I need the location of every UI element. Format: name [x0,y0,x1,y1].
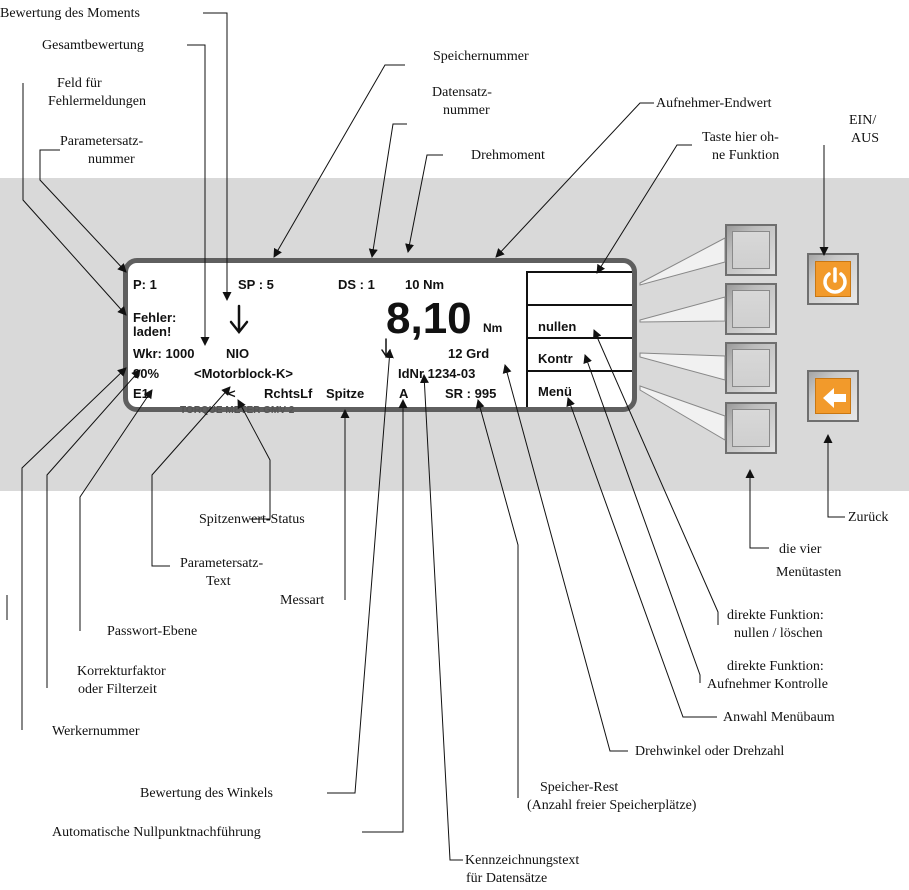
label-taste-ohne-1: Taste hier oh- [702,130,779,145]
rotation-direction: RchtsLf [264,386,313,401]
label-parametersatz-nr-2: nummer [88,152,135,167]
label-speicher-rest-2: (Anzahl freier Speicherplätze) [527,798,697,813]
id-text: IdNr 1234-03 [398,366,476,381]
auto-zero-flag: A [399,386,409,401]
peak-status: < [228,386,236,401]
label-korrektur-1: Korrekturfaktor [77,664,166,679]
back-button[interactable] [807,370,859,422]
torque-value: 8,10 [386,294,472,343]
label-direkt-nullen-2: nullen / löschen [734,626,823,641]
label-kennzeichnung-1: Kennzeichnungstext [465,853,580,868]
label-gesamtbewertung: Gesamtbewertung [42,38,144,53]
brand-label: TORQUE METER GMV 2 [180,405,295,416]
label-speicher-rest-1: Speicher-Rest [540,780,619,795]
power-button[interactable] [807,253,859,305]
label-direkt-kontrolle-1: direkte Funktion: [727,659,824,674]
label-auto-null: Automatische Nullpunktnachführung [52,825,261,840]
label-bewertung-moment: Bewertung des Moments [0,6,140,21]
label-direkt-kontrolle-2: Aufnehmer Kontrolle [707,677,828,692]
menu-menu-label: Menü [538,384,572,399]
memory-remaining: SR : 995 [445,386,497,401]
error-field-line1: Fehler: [133,310,177,325]
label-parametersatz-text-2: Text [206,574,231,589]
label-werkernummer: Werkernummer [52,724,140,739]
label-datensatz-2: nummer [443,103,490,118]
label-datensatz-1: Datensatz- [432,85,492,100]
memory-number: SP : 5 [238,277,274,292]
label-menutasten-2: Menütasten [776,565,842,580]
label-kennzeichnung-2: für Datensätze [466,871,548,886]
menu-nullen-label: nullen [538,319,577,334]
overall-rating: NIO [226,346,250,361]
label-korrektur-2: oder Filterzeit [78,682,157,697]
label-aufnehmer-endwert: Aufnehmer-Endwert [656,96,772,111]
parameter-set-number: P: 1 [133,277,157,292]
label-messart: Messart [280,593,325,608]
label-parametersatz-nr-1: Parametersatz- [60,134,144,149]
label-direkt-nullen-1: direkte Funktion: [727,608,824,623]
label-ein-aus-2: AUS [851,131,880,146]
label-zurueck: Zurück [848,510,889,525]
menu-key-1[interactable] [725,224,777,276]
label-passwort-ebene: Passwort-Ebene [107,624,198,639]
angle-value: 12 Grd [448,346,490,361]
menu-key-3[interactable] [725,342,777,394]
sensor-end-value: 10 Nm [405,277,445,292]
menu-key-4[interactable] [725,402,777,454]
label-ein-aus-1: EIN/ [849,113,877,128]
label-feld-fehler-1: Feld für [57,76,102,91]
menu-kontr-label: Kontr [538,351,573,366]
label-parametersatz-text-1: Parametersatz- [180,556,264,571]
label-feld-fehler-2: Fehlermeldungen [48,94,146,109]
torque-unit: Nm [483,321,503,335]
menu-key-2[interactable] [725,283,777,335]
back-arrow-icon [815,378,851,414]
error-field-line2: laden! [133,324,172,339]
measure-mode: Spitze [326,386,365,401]
label-bewertung-winkel: Bewertung des Winkels [140,786,273,801]
label-spitzenwert-status: Spitzenwert-Status [199,512,305,527]
parameter-set-text: <Motorblock-K> [194,366,293,381]
power-icon [815,261,851,297]
label-taste-ohne-2: ne Funktion [712,148,780,163]
label-anwahl-menu: Anwahl Menübaum [723,710,835,725]
label-menutasten-1: die vier [779,542,822,557]
dataset-number: DS : 1 [338,277,375,292]
label-speichernummer: Speichernummer [433,49,529,64]
worker-number: Wkr: 1000 [133,346,195,361]
label-drehmoment: Drehmoment [471,148,545,163]
lcd-display: P: 1 SP : 5 DS : 1 10 Nm Fehler: laden! … [123,258,637,416]
label-drehwinkel: Drehwinkel oder Drehzahl [635,744,785,759]
